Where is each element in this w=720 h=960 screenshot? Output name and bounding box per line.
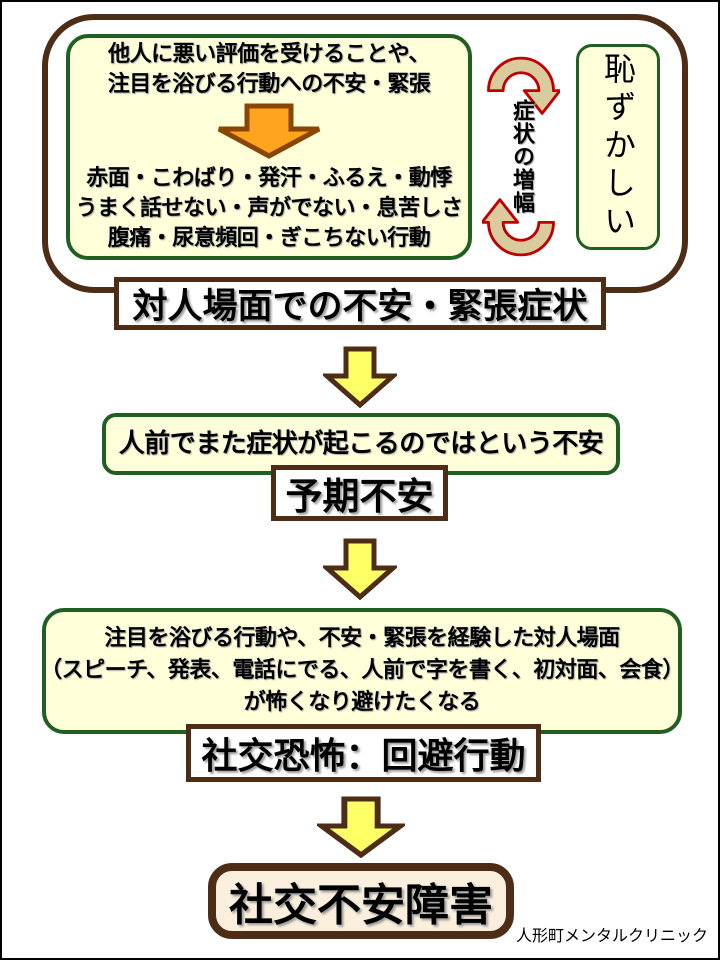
orange-down-arrow-icon [217, 103, 321, 159]
avoidance-text-line1: 注目を浴びる行動や、不安・緊張を経験した対人場面 [104, 626, 620, 651]
yellow-down-arrow-3-icon [317, 796, 405, 858]
symptom-text-line1: 赤面・こわばり・発汗・ふるえ・動悸 [86, 166, 452, 191]
shame-label: 恥ずかしい [599, 52, 637, 242]
avoidance-text-line3: が怖くなり避けたくなる [243, 690, 481, 715]
anticipatory-anxiety-box: 人前でまた症状が起こるのではという不安 [102, 413, 620, 475]
cycle-arrow-top-icon [487, 56, 560, 115]
symptom-text-line3: 腹痛・尿意頻回・ぎこちない行動 [107, 226, 431, 251]
cycle-arrow-bottom-icon [482, 198, 555, 257]
trigger-text-line2: 注目を浴びる行動への不安・緊張 [107, 72, 431, 97]
trigger-symptoms-box: 他人に悪い評価を受けることや、 注目を浴びる行動への不安・緊張 赤面・こわばり・… [66, 34, 472, 260]
caption-interpersonal-symptoms: 対人場面での不安・緊張症状 [114, 277, 606, 330]
cycle-label: 症状の増幅 [509, 99, 534, 214]
trigger-text-line1: 他人に悪い評価を受けることや、 [108, 42, 430, 67]
clinic-credit: 人形町メンタルクリニック [515, 926, 708, 945]
yellow-down-arrow-2-icon [323, 538, 397, 600]
avoidance-text-line2: （スピーチ、発表、電話にでる、人前で字を書く、初対面、会食） [40, 658, 684, 683]
anticipatory-text: 人前でまた症状が起こるのではという不安 [118, 429, 604, 459]
yellow-down-arrow-1-icon [323, 346, 397, 408]
caption-social-fear-avoidance: 社交恐怖：回避行動 [186, 724, 541, 782]
shame-box: 恥ずかしい [576, 44, 660, 250]
caption-anticipatory-anxiety: 予期不安 [271, 465, 448, 521]
symptom-text-line2: うまく話せない・声がでない・息苦しさ [75, 196, 463, 221]
avoidance-box: 注目を浴びる行動や、不安・緊張を経験した対人場面 （スピーチ、発表、電話にでる、… [40, 608, 684, 734]
result-box-social-anxiety-disorder: 社交不安障害 [208, 863, 514, 939]
amplification-cycle: 症状の増幅 [482, 50, 560, 263]
